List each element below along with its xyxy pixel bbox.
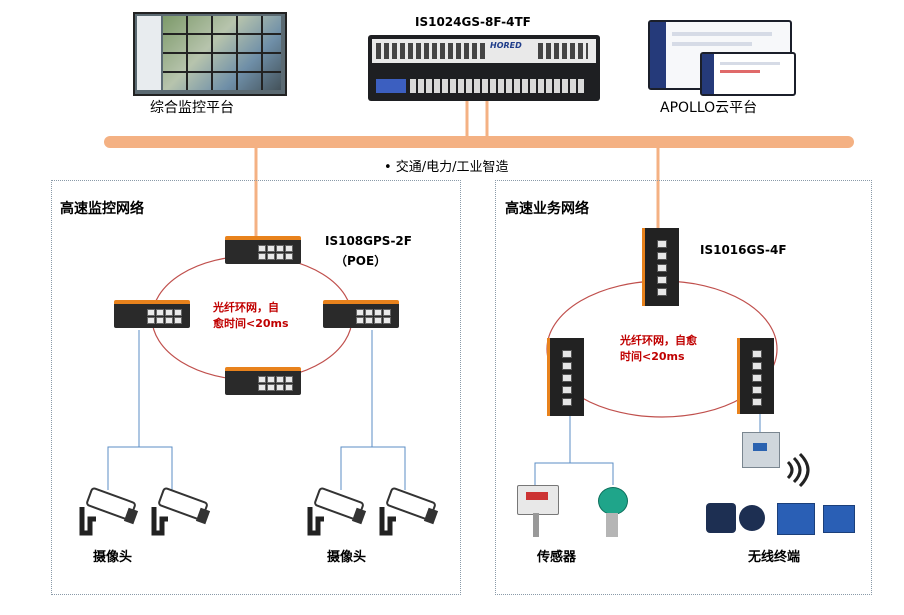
right-ring-label-1: 光纤环网，自愈: [620, 334, 697, 347]
backbone-label: • 交通/电力/工业智造: [384, 160, 509, 175]
meter-device-icon-4: [823, 505, 855, 533]
pressure-sensor-stem-icon: [606, 513, 618, 537]
left-switch-left: [114, 300, 190, 328]
left-switch-note: （POE）: [335, 254, 387, 268]
cloud-screen-front: [700, 52, 796, 96]
right-switch-top: [642, 228, 679, 306]
camera-label-left: 摄像头: [93, 550, 133, 565]
left-cam-branch-2: [340, 446, 406, 490]
left-cam-branch-1: [107, 446, 173, 490]
right-switch-left: [547, 338, 584, 416]
left-switch-right: [323, 300, 399, 328]
pressure-sensor-icon: [598, 487, 628, 515]
meter-device-icon-2: [739, 505, 765, 531]
left-switch-model: IS108GPS-2F: [325, 234, 412, 248]
left-switch-top: [225, 236, 301, 264]
camera-icon: [307, 487, 367, 536]
right-switch-right: [737, 338, 774, 414]
wireless-ap-icon: [742, 432, 780, 468]
meter-device-icon-1: [706, 503, 736, 533]
left-network-title: 高速监控网络: [60, 201, 144, 217]
camera-icon: [151, 487, 211, 536]
right-network-title: 高速业务网络: [505, 201, 589, 217]
core-switch: HORED: [368, 35, 600, 101]
core-switch-brand: HORED: [490, 41, 522, 50]
left-ring-label-2: 愈时间<20ms: [213, 317, 289, 330]
wireless-terminal-label: 无线终端: [748, 550, 801, 565]
meter-device-icon-3: [777, 503, 815, 535]
left-switch-bottom: [225, 367, 301, 395]
sensor-probe-icon: [533, 513, 539, 537]
platform-left-label: 综合监控平台: [150, 100, 234, 116]
camera-icon: [79, 487, 139, 536]
camera-label-right: 摄像头: [327, 550, 367, 565]
right-network-region: [495, 180, 872, 595]
platform-right-label: APOLLO云平台: [660, 100, 758, 116]
right-switch-model: IS1016GS-4F: [700, 243, 787, 257]
right-ring-label-2: 时间<20ms: [620, 350, 685, 363]
left-ring-label-1: 光纤环网，自: [213, 301, 279, 314]
camera-icon: [379, 487, 439, 536]
sensor-branch: [534, 462, 614, 485]
video-wall-image: [133, 12, 287, 96]
sensor-label: 传感器: [537, 550, 577, 565]
left-network-region: [51, 180, 461, 595]
core-switch-model: IS1024GS-8F-4TF: [415, 15, 531, 29]
